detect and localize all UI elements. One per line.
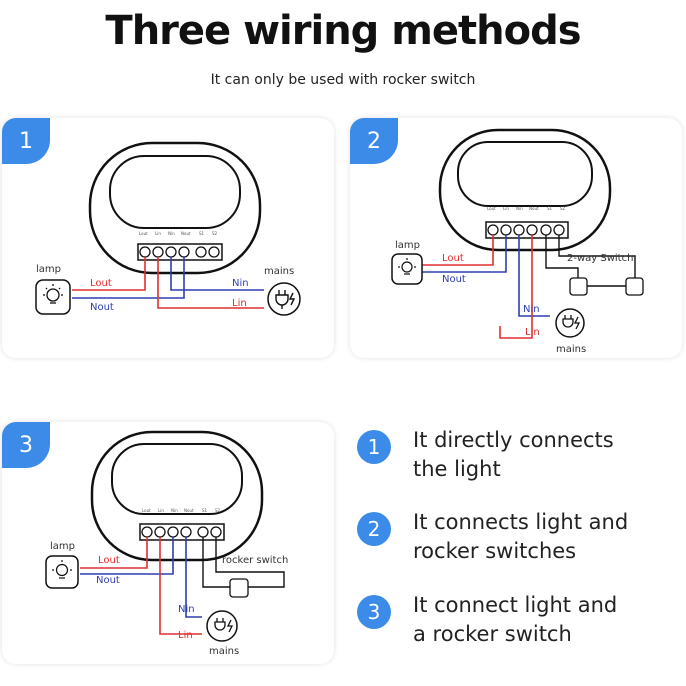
svg-text:S1: S1 (547, 206, 553, 211)
svg-text:Nout: Nout (181, 231, 191, 236)
wire-nin (185, 537, 202, 618)
svg-text:Nout: Nout (184, 508, 194, 513)
page-title: Three wiring methods (105, 8, 581, 54)
plug-icon (214, 618, 234, 633)
wire-lout (80, 537, 148, 569)
wiring-diagram-1: Lout Lin Nin Nout S1 S2 Lout Nout Nin Li… (35, 141, 301, 316)
svg-text:Lout: Lout (139, 231, 148, 236)
wire-nout (420, 235, 507, 273)
mains-plug-icon (206, 610, 238, 642)
label-lin: Lin (525, 327, 540, 338)
plug-icon (562, 315, 581, 330)
switch-icon-1 (569, 277, 588, 296)
legend-number-badge: 3 (357, 595, 391, 629)
lamp-icon (391, 253, 423, 285)
wiring-panel-3: Lout Lin Nin Nout S1 S2 Lout Nout Nin Li… (2, 422, 334, 664)
label-mains: mains (264, 266, 294, 277)
svg-text:Nout: Nout (529, 206, 539, 211)
label-2-way-switch: 2-way Switch (567, 253, 633, 264)
label-rocker-switch: rocker switch (222, 555, 288, 566)
bulb-icon (398, 258, 416, 275)
device-window (457, 141, 593, 207)
mains-plug-icon (555, 308, 585, 338)
svg-text:S2: S2 (560, 206, 566, 211)
device-window (111, 443, 243, 515)
legend-item-3: 3 It connect light and a rocker switch (357, 591, 663, 649)
svg-text:S1: S1 (202, 508, 208, 513)
bulb-icon (43, 284, 63, 304)
legend-number-badge: 2 (357, 512, 391, 546)
label-nout: Nout (90, 302, 114, 313)
wiring-diagram-2: Lout Lin Nin Nout S1 S2 Lout Nout Nin Li… (391, 128, 644, 355)
wiring-diagram-3: Lout Lin Nin Nout S1 S2 Lout Nout Nin Li… (45, 430, 288, 657)
wire-nin (518, 235, 550, 317)
svg-text:Lin: Lin (155, 231, 161, 236)
plug-icon (275, 290, 296, 309)
label-nin: Nin (523, 304, 540, 315)
label-lout: Lout (442, 253, 464, 264)
svg-text:S2: S2 (212, 231, 218, 236)
svg-text:Lout: Lout (142, 508, 151, 513)
wire-lin (157, 257, 264, 309)
svg-text:Nin: Nin (516, 206, 523, 211)
terminal-labels: Lout Lin Nin Nout S1 S2 (139, 231, 218, 236)
label-lout: Lout (98, 555, 120, 566)
wire-nout (72, 257, 185, 299)
wire-lin (159, 537, 202, 635)
wire-s1 (545, 235, 579, 280)
wire-nout (80, 537, 174, 575)
svg-text:Lin: Lin (503, 206, 509, 211)
legend-text: It connects light and rocker switches (413, 510, 629, 563)
legend-item-2: 2 It connects light and rocker switches (357, 508, 663, 566)
label-lout: Lout (90, 278, 112, 289)
page-subtitle: It can only be used with rocker switch (210, 72, 476, 88)
terminal-labels: Lout Lin Nin Nout S1 S2 (142, 508, 221, 513)
wire-nin (170, 257, 264, 291)
lamp-icon (35, 279, 71, 315)
panel-number-badge: 2 (350, 118, 398, 164)
label-lamp: lamp (395, 240, 420, 251)
wire-lout (420, 235, 494, 266)
svg-text:Lin: Lin (158, 508, 164, 513)
label-lamp: lamp (36, 264, 61, 275)
legend-number-badge: 1 (357, 430, 391, 464)
bulb-icon (52, 560, 72, 579)
label-nout: Nout (96, 575, 120, 586)
legend-text: It directly connects the light (413, 428, 614, 481)
legend-text: It connect light and a rocker switch (413, 593, 618, 646)
label-lamp: lamp (50, 541, 75, 552)
svg-text:Lout: Lout (487, 206, 496, 211)
label-nin: Nin (232, 278, 249, 289)
label-nin: Nin (178, 604, 195, 615)
label-lin: Lin (178, 630, 193, 641)
svg-text:Nin: Nin (171, 508, 178, 513)
label-lin: Lin (232, 298, 247, 309)
terminal-labels: Lout Lin Nin Nout S1 S2 (487, 206, 566, 211)
wire-s1 (202, 537, 232, 588)
legend-item-1: 1 It directly connects the light (357, 426, 663, 484)
panel-number-badge: 1 (2, 118, 50, 164)
label-mains: mains (209, 646, 239, 657)
svg-text:S1: S1 (199, 231, 205, 236)
label-nout: Nout (442, 274, 466, 285)
wire-lout (72, 257, 146, 291)
svg-text:Nin: Nin (168, 231, 175, 236)
wiring-panel-2: Lout Lin Nin Nout S1 S2 Lout Nout Nin Li… (350, 118, 682, 358)
label-mains: mains (556, 344, 586, 355)
panel-number-badge: 3 (2, 422, 50, 468)
lamp-icon (45, 555, 79, 589)
rocker-switch-icon (229, 578, 249, 598)
mains-plug-icon (267, 282, 301, 316)
device-window (109, 155, 241, 229)
wire-s2 (558, 235, 636, 278)
switch-icon-2 (625, 277, 644, 296)
wiring-panel-1: Lout Lin Nin Nout S1 S2 Lout Nout Nin Li… (2, 118, 334, 358)
wire-s2 (215, 537, 285, 588)
svg-text:S2: S2 (215, 508, 221, 513)
wire-lin (499, 235, 533, 339)
terminal-screws (141, 526, 222, 538)
